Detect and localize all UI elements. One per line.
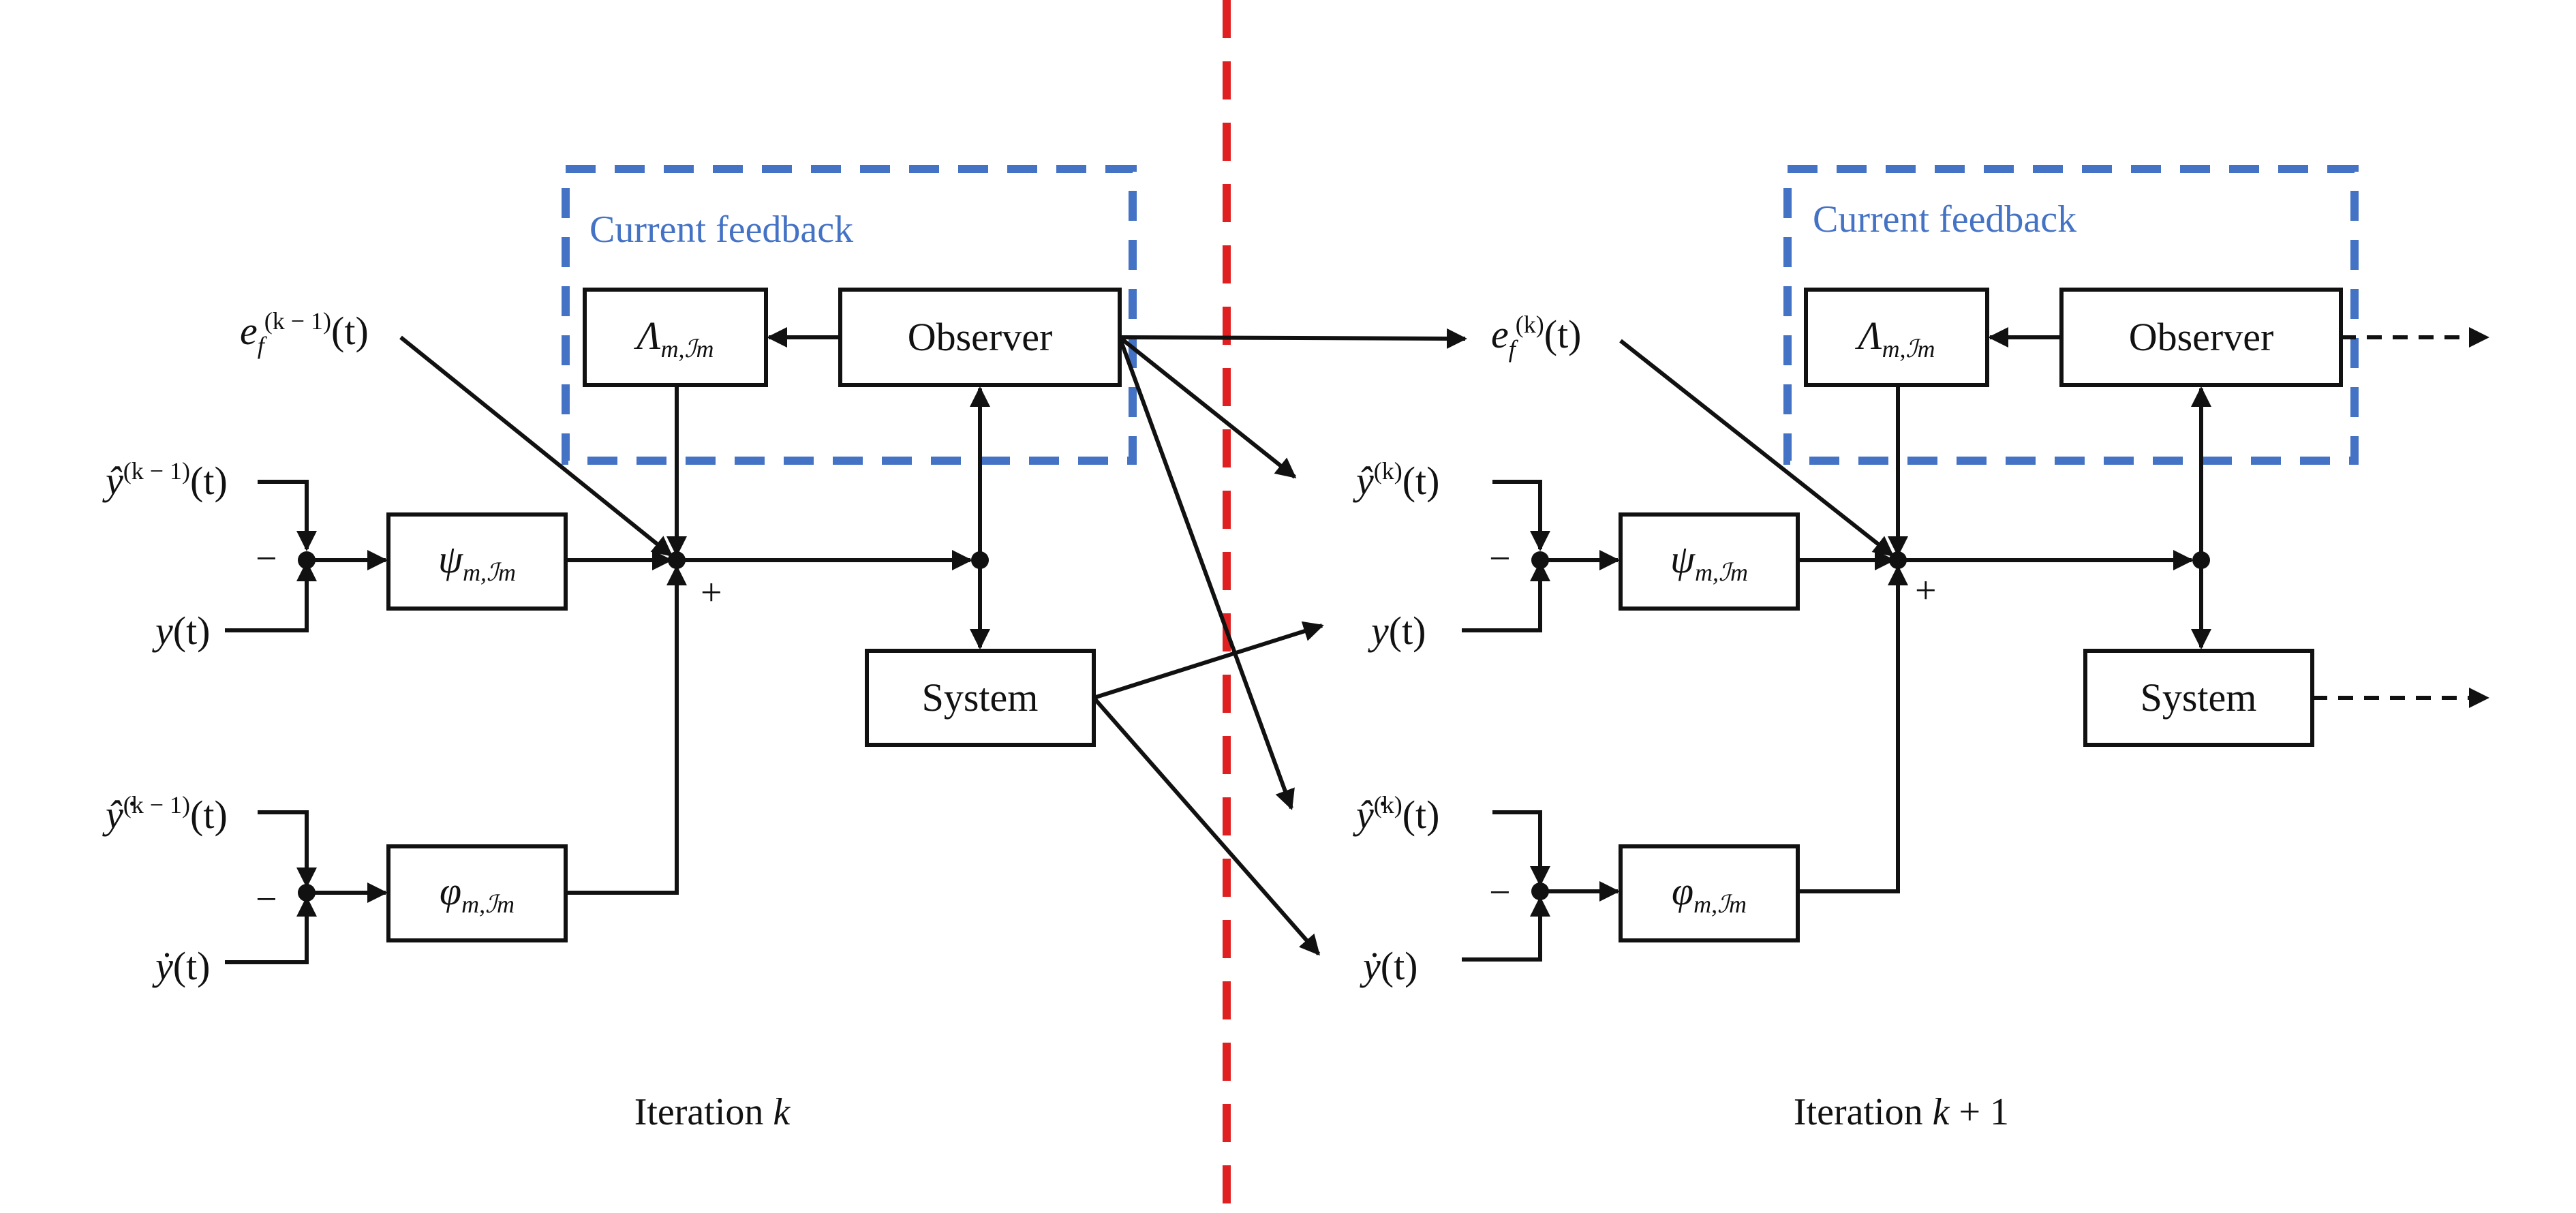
svg-text:System: System (2141, 675, 2257, 720)
ydot-label: ẏ(t) (152, 944, 211, 988)
ef-prev-label: ef(k − 1)(t) (240, 307, 369, 359)
svg-text:System: System (922, 675, 1039, 720)
minus-sign-1: − (256, 538, 277, 580)
minus-sign-1: − (1489, 538, 1511, 580)
observer-block: Observer (838, 288, 1122, 387)
iteration-k-panel: Current feedback Λm,ℐm Observer ψm,ℐm φm… (102, 165, 1467, 1133)
current-feedback-box (1783, 165, 2359, 465)
right-wires (1462, 327, 2489, 962)
ydothat-curr-label: ŷ̇(k)(t) (1353, 791, 1439, 837)
iteration-k-plus-1-caption: Iteration k + 1 (1794, 1091, 2009, 1133)
svg-text:Observer: Observer (908, 315, 1053, 359)
y-label: y(t) (152, 609, 211, 653)
left-wires (225, 327, 1467, 964)
minus-sign-2: − (256, 878, 277, 921)
plus-sign: + (1915, 570, 1937, 612)
yhat-prev-label: ŷ(k − 1)(t) (102, 457, 228, 503)
svg-text:ψm,ℐm: ψm,ℐm (1670, 537, 1748, 586)
phi-block: φm,ℐm (1619, 844, 1800, 942)
current-feedback-box (562, 165, 1137, 465)
observer-block: Observer (2059, 288, 2343, 387)
iteration-k-caption: Iteration k (634, 1091, 791, 1133)
iteration-k-plus-1-panel: Current feedback Λm,ℐm Observer ψm,ℐm φm… (1353, 165, 2489, 1133)
y-label: y(t) (1368, 609, 1426, 653)
svg-text:φm,ℐm: φm,ℐm (1672, 869, 1747, 918)
minus-sign-2: − (1489, 872, 1511, 914)
ydothat-prev-label: ŷ̇(k − 1)(t) (102, 791, 228, 837)
svg-text:Observer: Observer (2129, 315, 2274, 359)
ydot-label: ẏ(t) (1360, 944, 1418, 988)
psi-block: ψm,ℐm (386, 512, 568, 611)
plus-sign: + (701, 572, 722, 614)
current-feedback-label: Current feedback (1813, 198, 2076, 241)
phi-block: φm,ℐm (386, 844, 568, 942)
svg-text:Λm,ℐm: Λm,ℐm (1855, 313, 1935, 363)
svg-text:Λm,ℐm: Λm,ℐm (634, 313, 714, 363)
system-block: System (865, 649, 1096, 747)
svg-text:φm,ℐm: φm,ℐm (440, 869, 515, 918)
yhat-curr-label: ŷ(k)(t) (1353, 457, 1439, 503)
left-junctions (298, 551, 989, 902)
ef-curr-label: ef(k)(t) (1491, 311, 1582, 363)
system-block: System (2083, 649, 2314, 747)
current-feedback-label: Current feedback (589, 209, 853, 251)
right-junctions (1531, 551, 2210, 900)
lambda-block: Λm,ℐm (1804, 288, 1989, 387)
lambda-block: Λm,ℐm (583, 288, 768, 387)
psi-block: ψm,ℐm (1619, 512, 1800, 611)
svg-text:ψm,ℐm: ψm,ℐm (438, 537, 516, 586)
